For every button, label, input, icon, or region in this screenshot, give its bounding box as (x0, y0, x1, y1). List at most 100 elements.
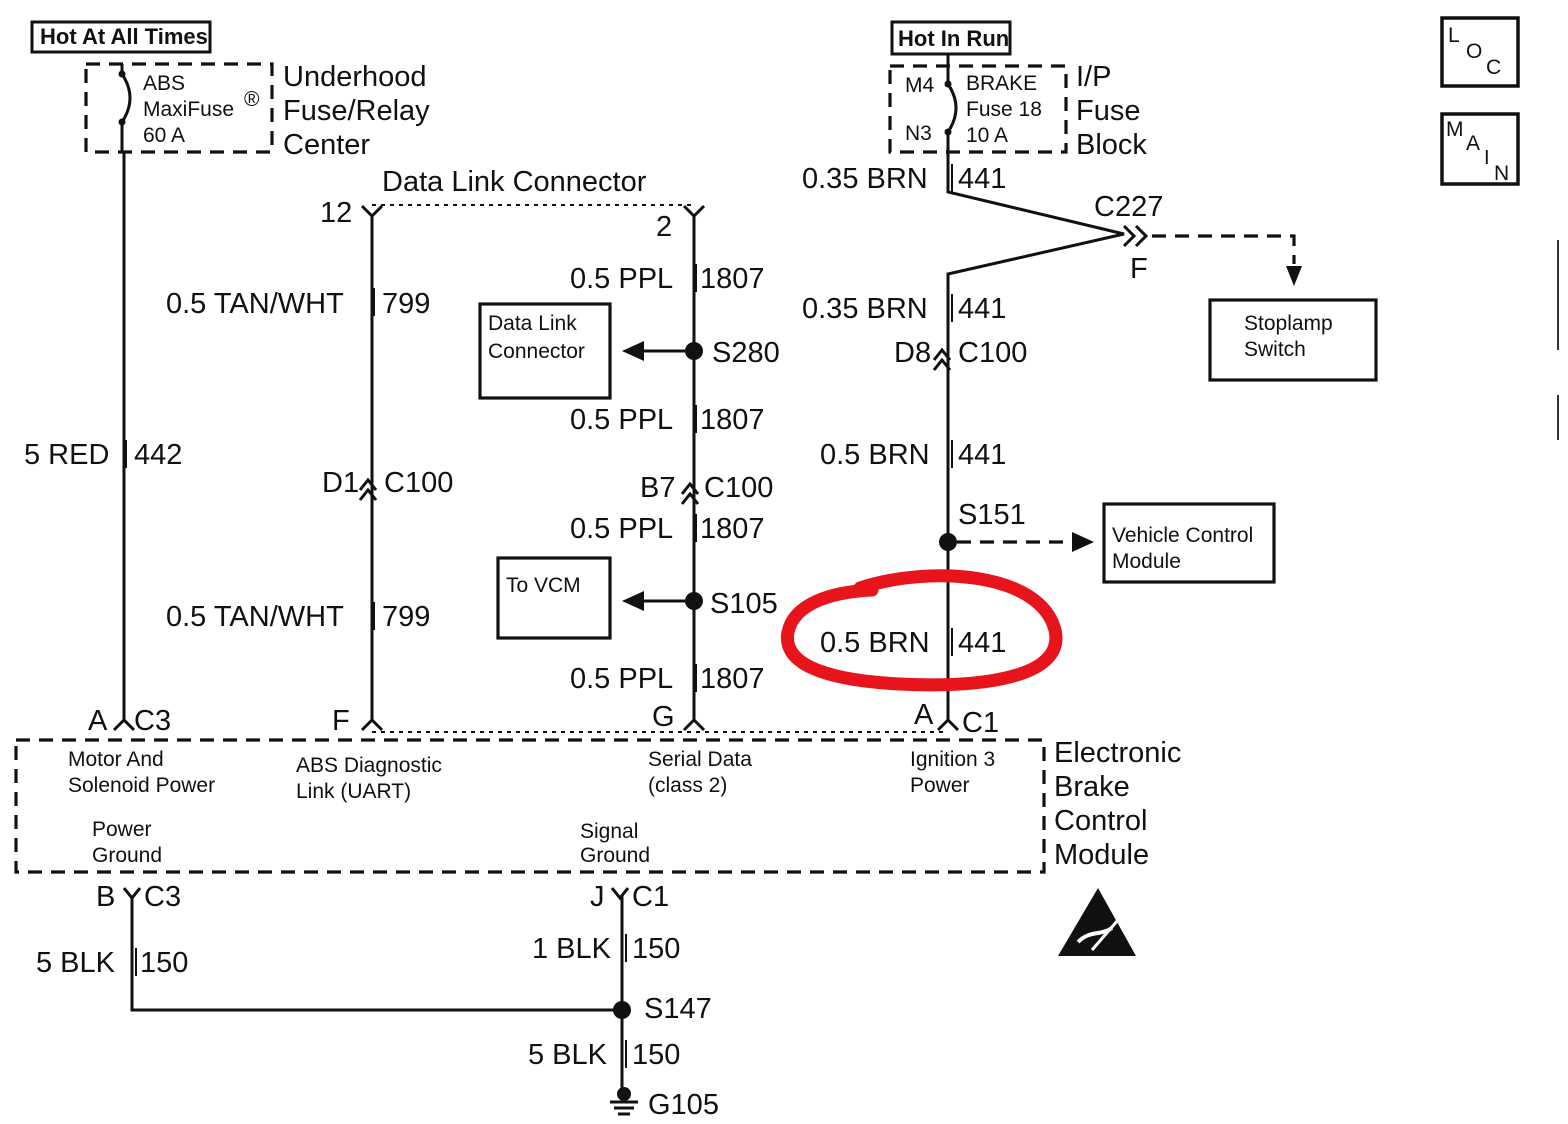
svg-text:0.5 PPL: 0.5 PPL (570, 263, 673, 295)
svg-text:S147: S147 (644, 993, 712, 1025)
abs-fuse-name: ABS (143, 72, 185, 95)
svg-text:S105: S105 (710, 588, 778, 620)
svg-text:Center: Center (283, 129, 370, 161)
svg-text:Module: Module (1054, 839, 1149, 871)
stoplamp-switch-box[interactable] (1208, 298, 1378, 382)
arrow-to-vcm-icon (622, 591, 644, 611)
svg-text:A: A (1466, 132, 1480, 155)
arrow-to-dlc-icon (622, 341, 644, 361)
dlc-pin-2-terminal (682, 204, 706, 219)
svg-text:Fuse: Fuse (1076, 95, 1140, 127)
svg-text:1807: 1807 (700, 263, 765, 295)
brake-fuse-name: BRAKE (966, 72, 1037, 95)
f-terminal (360, 717, 384, 732)
loc-icon[interactable]: L O C (1440, 16, 1520, 88)
wire-brn-441 (946, 152, 1125, 722)
brake-fuse-icon (946, 54, 958, 152)
abs-fuse-rating: 60 A (143, 124, 185, 147)
svg-text:0.5 BRN: 0.5 BRN (820, 439, 930, 471)
svg-text:Switch: Switch (1244, 338, 1306, 361)
splice-s147 (613, 1001, 631, 1019)
svg-text:A: A (914, 699, 934, 731)
hot-in-run-label: Hot In Run (890, 20, 1012, 56)
d8-c100-connector-icon (932, 347, 952, 371)
svg-text:Electronic: Electronic (1054, 737, 1181, 769)
svg-text:Block: Block (1076, 129, 1147, 161)
svg-text:Ground: Ground (580, 844, 650, 867)
svg-text:Vehicle Control: Vehicle Control (1112, 524, 1253, 547)
svg-text:1807: 1807 (700, 404, 765, 436)
splice-s105 (685, 592, 703, 610)
svg-text:Ignition 3: Ignition 3 (910, 748, 995, 771)
svg-text:C1: C1 (632, 881, 669, 913)
svg-text:C227: C227 (1094, 191, 1163, 223)
vehicle-control-module-box[interactable] (1102, 502, 1276, 584)
svg-text:Brake: Brake (1054, 771, 1130, 803)
svg-text:S151: S151 (958, 499, 1026, 531)
splice-s151 (939, 533, 957, 551)
svg-text:I/P: I/P (1076, 61, 1111, 93)
c227-connector-icon (1122, 224, 1149, 248)
svg-text:Fuse/Relay: Fuse/Relay (283, 95, 430, 127)
hot-at-all-times-label: Hot At All Times (30, 20, 212, 54)
svg-text:Hot In Run: Hot In Run (898, 26, 1009, 51)
svg-text:Power: Power (92, 818, 152, 841)
svg-text:0.5 TAN/WHT: 0.5 TAN/WHT (166, 288, 344, 320)
j-c1-terminal (610, 887, 630, 901)
svg-text:L: L (1448, 24, 1460, 47)
svg-text:Power: Power (910, 774, 970, 797)
b7-c100-connector-icon (680, 481, 700, 505)
registered-mark: ® (244, 88, 260, 111)
dlc-title: Data Link Connector (382, 166, 647, 198)
svg-text:441: 441 (958, 627, 1006, 659)
svg-text:441: 441 (958, 439, 1006, 471)
svg-text:Motor And: Motor And (68, 748, 164, 771)
svg-text:M: M (1446, 118, 1464, 141)
to-vcm-box[interactable] (496, 556, 612, 640)
svg-text:C100: C100 (704, 472, 773, 504)
svg-text:Control: Control (1054, 805, 1148, 837)
svg-text:C100: C100 (384, 467, 453, 499)
svg-text:B: B (96, 881, 115, 913)
svg-text:Serial Data: Serial Data (648, 748, 752, 771)
svg-text:D8: D8 (894, 337, 931, 369)
svg-text:5 BLK: 5 BLK (36, 947, 116, 979)
svg-text:C: C (1486, 56, 1501, 79)
svg-text:S280: S280 (712, 337, 780, 369)
svg-text:G105: G105 (648, 1089, 719, 1121)
svg-text:B7: B7 (640, 472, 675, 504)
svg-text:799: 799 (382, 601, 430, 633)
highlight-circle (780, 569, 1063, 692)
svg-text:5 BLK: 5 BLK (528, 1039, 608, 1071)
svg-text:1807: 1807 (700, 513, 765, 545)
ebcm-outline (14, 738, 1046, 874)
svg-text:J: J (590, 881, 605, 913)
svg-text:ABS Diagnostic: ABS Diagnostic (296, 754, 442, 777)
svg-text:441: 441 (958, 293, 1006, 325)
svg-text:N: N (1494, 162, 1509, 185)
fuse-18-label: Fuse 18 (966, 98, 1042, 121)
svg-text:0.5 TAN/WHT: 0.5 TAN/WHT (166, 601, 344, 633)
svg-text:G: G (652, 701, 675, 733)
data-link-connector-box[interactable] (478, 302, 612, 400)
svg-text:5 RED: 5 RED (24, 439, 109, 471)
main-icon[interactable]: M A I N (1440, 112, 1520, 186)
svg-text:150: 150 (632, 1039, 680, 1071)
svg-text:0.5 BRN: 0.5 BRN (820, 627, 930, 659)
ip-fuse-box-outline (888, 64, 1068, 154)
svg-text:Ground: Ground (92, 844, 162, 867)
svg-text:441: 441 (958, 163, 1006, 195)
svg-text:Stoplamp: Stoplamp (1244, 312, 1333, 335)
wire-blk-150-power-ground (130, 896, 622, 1012)
svg-text:0.35 BRN: 0.35 BRN (802, 293, 928, 325)
electronic-brake-control-module: Motor And Solenoid Power ABS Diagnostic … (14, 737, 1181, 874)
splice-s280 (685, 342, 703, 360)
underhood-fuse-box-outline (84, 62, 274, 154)
d1-c100-connector-icon (358, 477, 378, 501)
svg-text:Underhood: Underhood (283, 61, 427, 93)
svg-text:1 BLK: 1 BLK (532, 933, 612, 965)
svg-text:C100: C100 (958, 337, 1027, 369)
svg-text:0.5 PPL: 0.5 PPL (570, 404, 673, 436)
svg-text:F: F (332, 705, 350, 737)
